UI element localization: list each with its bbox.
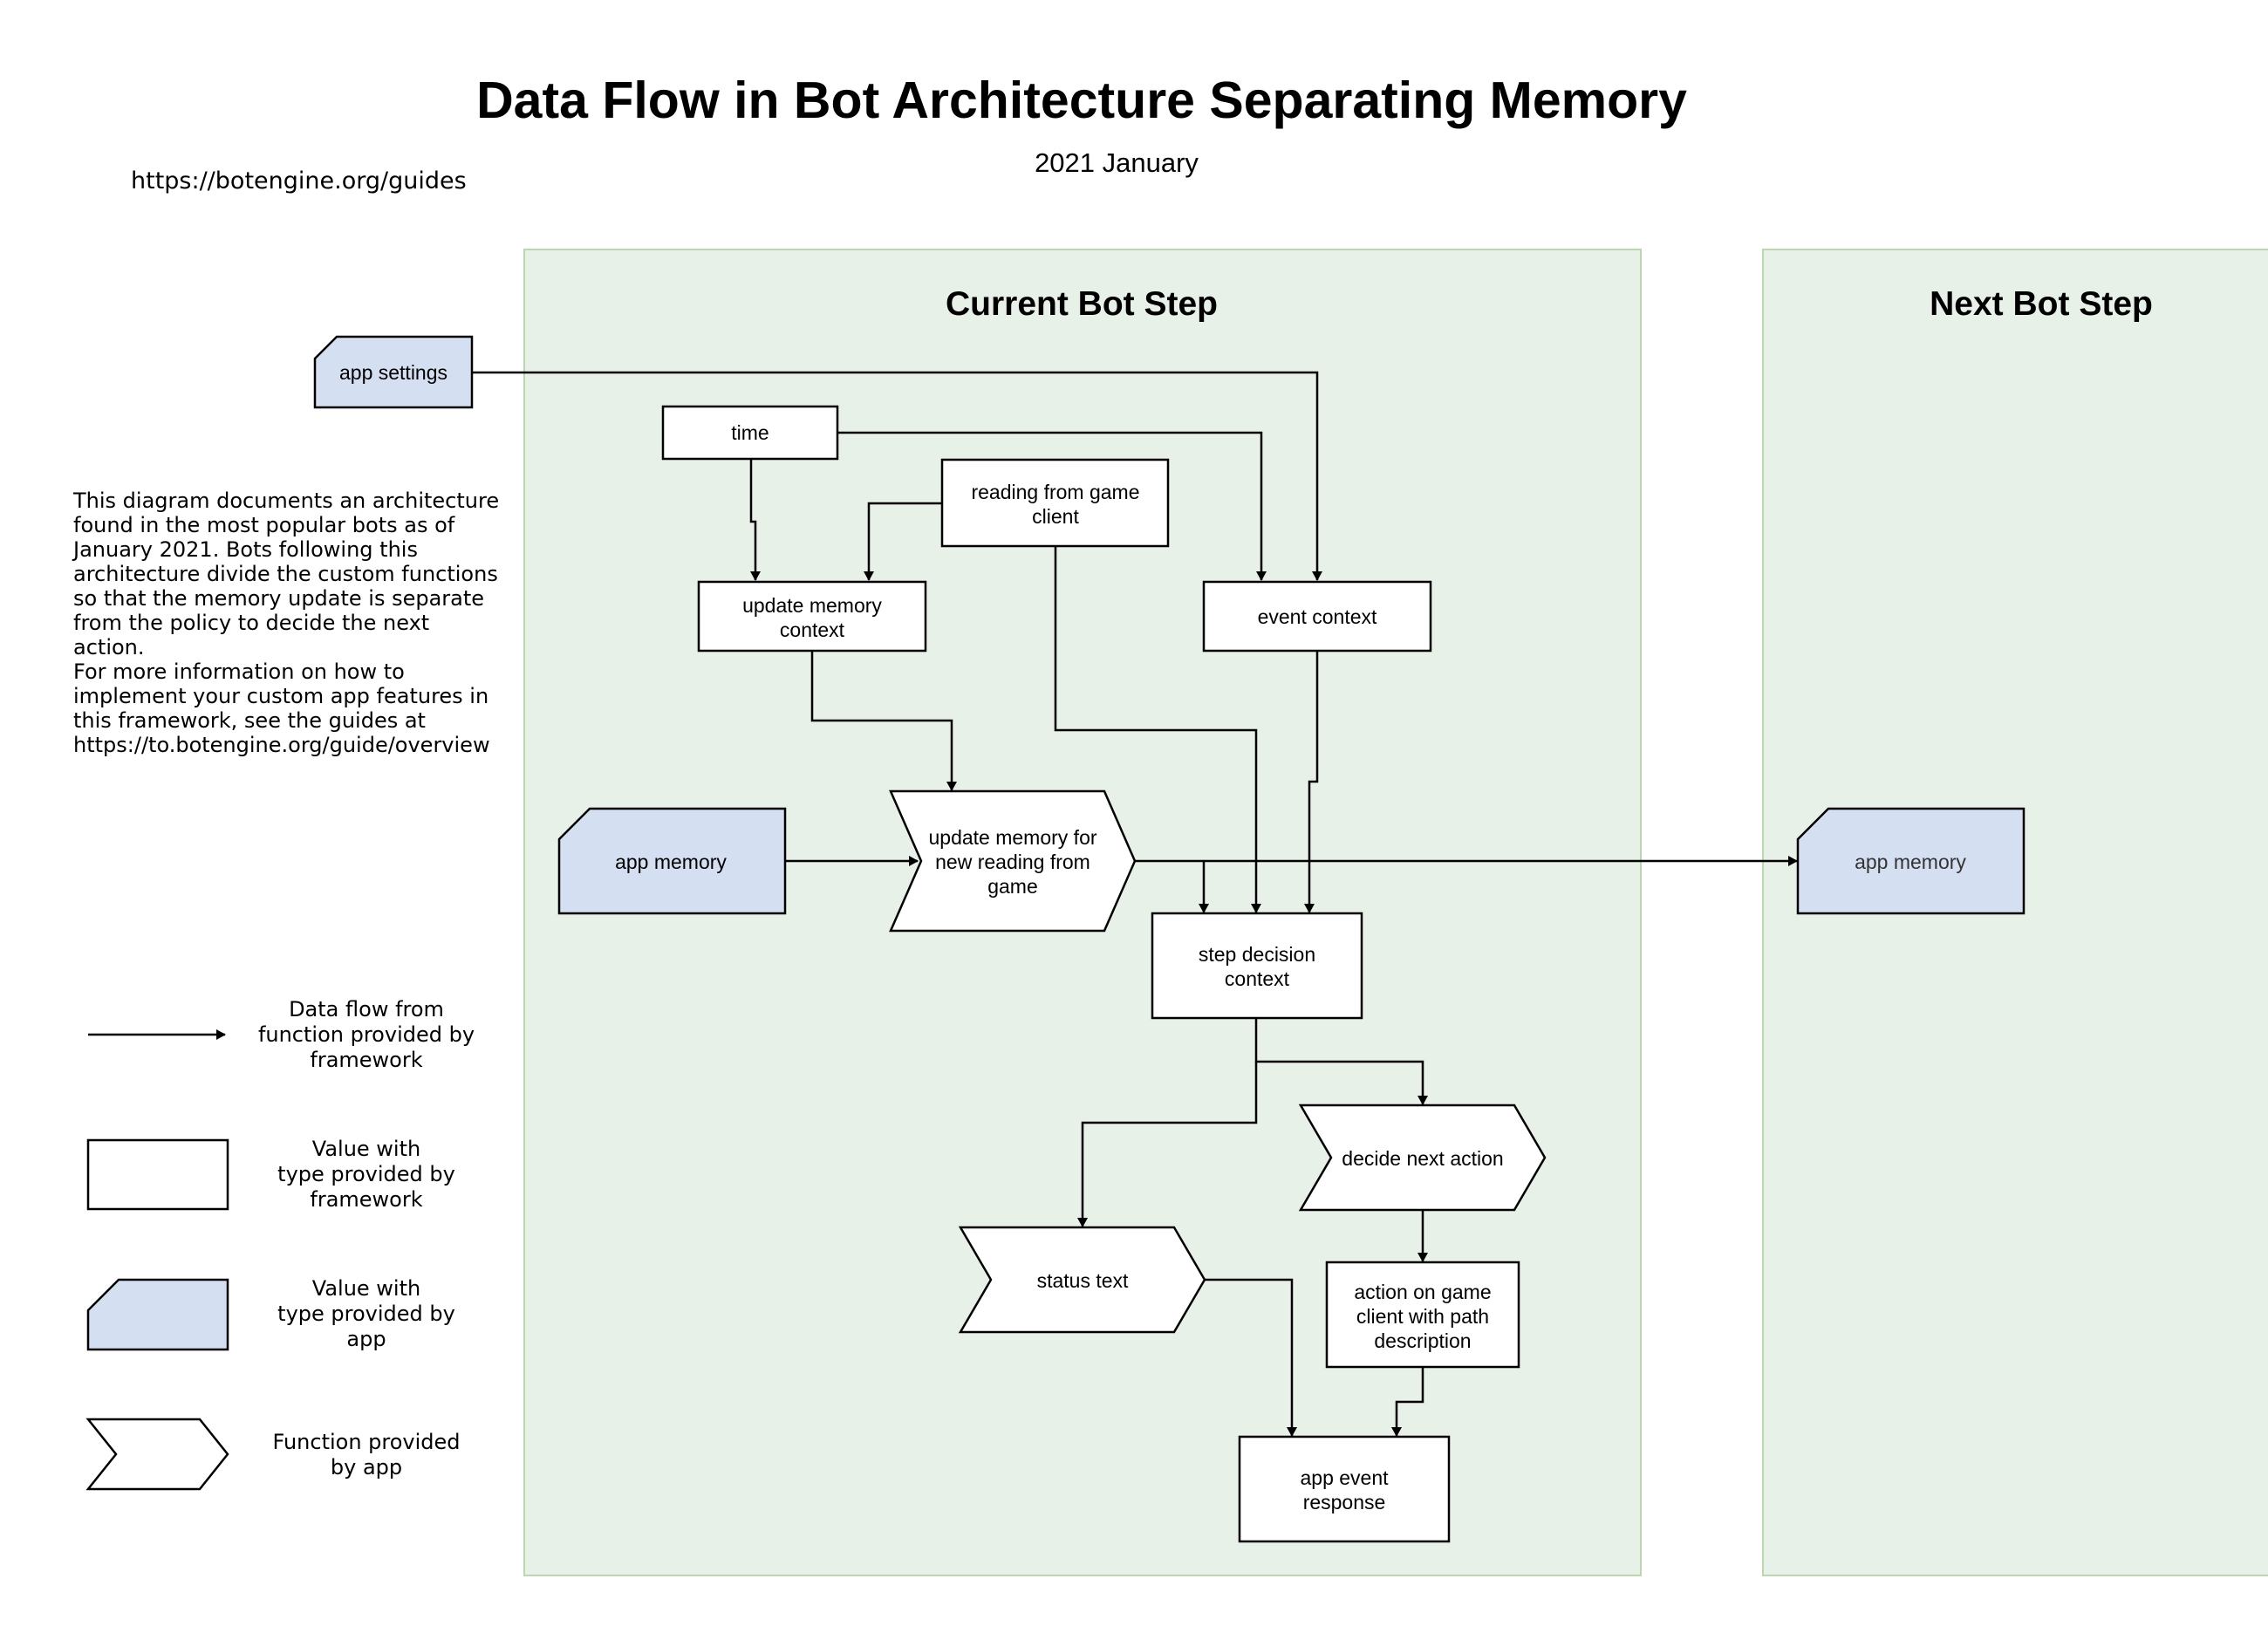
legend: Data flow from function provided by fram… — [85, 997, 475, 1491]
legend-app-value-label-line: type provided by — [277, 1302, 455, 1326]
time-node — [661, 405, 839, 461]
edge-reading-to-update-memory-context — [864, 502, 942, 581]
time-label: time — [731, 421, 769, 444]
update-memory-context-node — [697, 580, 927, 653]
edge-app-settings-to-event-context — [472, 371, 1322, 581]
action-on-game-client-node — [1325, 1261, 1520, 1369]
edge-update-memory-context-to-function — [810, 651, 957, 791]
app-settings-node — [313, 335, 474, 409]
description-line: action. — [73, 635, 145, 659]
reading-label-line: client — [1032, 505, 1079, 528]
app-memory-node — [557, 807, 787, 915]
update-memory-function-label-line: new reading from — [935, 851, 1090, 873]
update-memory-context-label-line: update memory — [742, 594, 882, 617]
edge-step-decision-to-decide-next-action — [1254, 1017, 1428, 1105]
legend-app-value-label-line: Value with — [312, 1276, 420, 1301]
action-on-game-client-label-line: description — [1374, 1329, 1471, 1352]
step-decision-context-node — [1151, 912, 1363, 1020]
decide-next-action-function-node — [1298, 1104, 1547, 1212]
app-event-response-label-line: app event — [1300, 1466, 1389, 1489]
description-line: https://to.botengine.org/guide/overview — [73, 733, 490, 757]
step-decision-context-label-line: context — [1225, 967, 1290, 990]
legend-framework-value-label-line: Value with — [312, 1137, 420, 1161]
reading-label-line: reading from game — [971, 481, 1139, 503]
description-line: found in the most popular bots as of — [73, 513, 455, 537]
legend-data-flow-label-line: function provided by — [258, 1022, 475, 1047]
edge-status-text-to-app-event-response — [1204, 1278, 1297, 1437]
legend-app-function-label-line: by app — [331, 1455, 402, 1479]
legend-framework-value-icon — [86, 1138, 229, 1211]
status-text-label: status text — [1037, 1269, 1129, 1292]
legend-framework-value-label-line: type provided by — [277, 1162, 455, 1186]
description-line: from the policy to decide the next — [73, 611, 429, 635]
guides-link[interactable]: https://botengine.org/guides — [131, 167, 467, 195]
update-memory-function-label-line: game — [987, 875, 1038, 898]
legend-framework-value-label-line: framework — [310, 1187, 422, 1212]
legend-data-flow-label-line: Data flow from — [289, 997, 444, 1022]
next-app-memory-label: app memory — [1855, 851, 1966, 873]
description-line: implement your custom app features in — [73, 684, 488, 708]
legend-app-value-icon — [86, 1278, 229, 1351]
edge-action-to-app-event-response — [1391, 1366, 1424, 1437]
edge-reading-to-step-decision-context — [1054, 546, 1261, 913]
diagram-title: Data Flow in Bot Architecture Separating… — [476, 72, 1687, 129]
current-bot-step-title: Current Bot Step — [946, 285, 1218, 323]
edge-step-decision-to-status-text — [1077, 1062, 1258, 1227]
description-line: This diagram documents an architecture — [72, 489, 499, 513]
reading-from-game-client-node — [940, 458, 1170, 548]
update-memory-function-label-line: update memory for — [928, 826, 1096, 849]
app-event-response-node — [1238, 1435, 1451, 1543]
decide-next-action-label: decide next action — [1342, 1147, 1503, 1170]
action-on-game-client-label-line: action on game — [1354, 1281, 1491, 1303]
description-text: This diagram documents an architecture f… — [72, 489, 499, 757]
edge-event-context-to-step-decision-context — [1304, 651, 1319, 913]
next-app-memory-node — [1796, 807, 2025, 915]
event-context-node — [1202, 580, 1432, 653]
status-text-function-node — [958, 1226, 1206, 1334]
event-context-label: event context — [1258, 605, 1377, 628]
legend-app-value-label-line: app — [346, 1327, 386, 1351]
step-decision-context-label-line: step decision — [1199, 943, 1315, 966]
diagram-date: 2021 January — [1035, 147, 1199, 178]
description-line: architecture divide the custom functions — [73, 562, 498, 586]
update-memory-context-label-line: context — [780, 618, 845, 641]
update-memory-function-node — [889, 789, 1137, 933]
description-line: so that the memory update is separate — [73, 586, 484, 611]
legend-data-flow-label-line: framework — [310, 1048, 422, 1072]
description-line: this framework, see the guides at — [73, 708, 426, 733]
description-line: For more information on how to — [73, 659, 405, 684]
edge-time-to-event-context — [837, 431, 1267, 581]
next-bot-step-title: Next Bot Step — [1930, 285, 2153, 323]
legend-app-function-icon — [85, 1418, 229, 1491]
app-memory-label: app memory — [615, 851, 727, 873]
action-on-game-client-label-line: client with path — [1356, 1305, 1489, 1328]
edge-time-to-update-memory-context — [749, 459, 761, 581]
app-event-response-label-line: response — [1303, 1491, 1386, 1514]
description-line: January 2021. Bots following this — [72, 537, 418, 562]
legend-app-function-label-line: Function provided — [272, 1430, 460, 1454]
app-settings-label: app settings — [339, 361, 447, 384]
